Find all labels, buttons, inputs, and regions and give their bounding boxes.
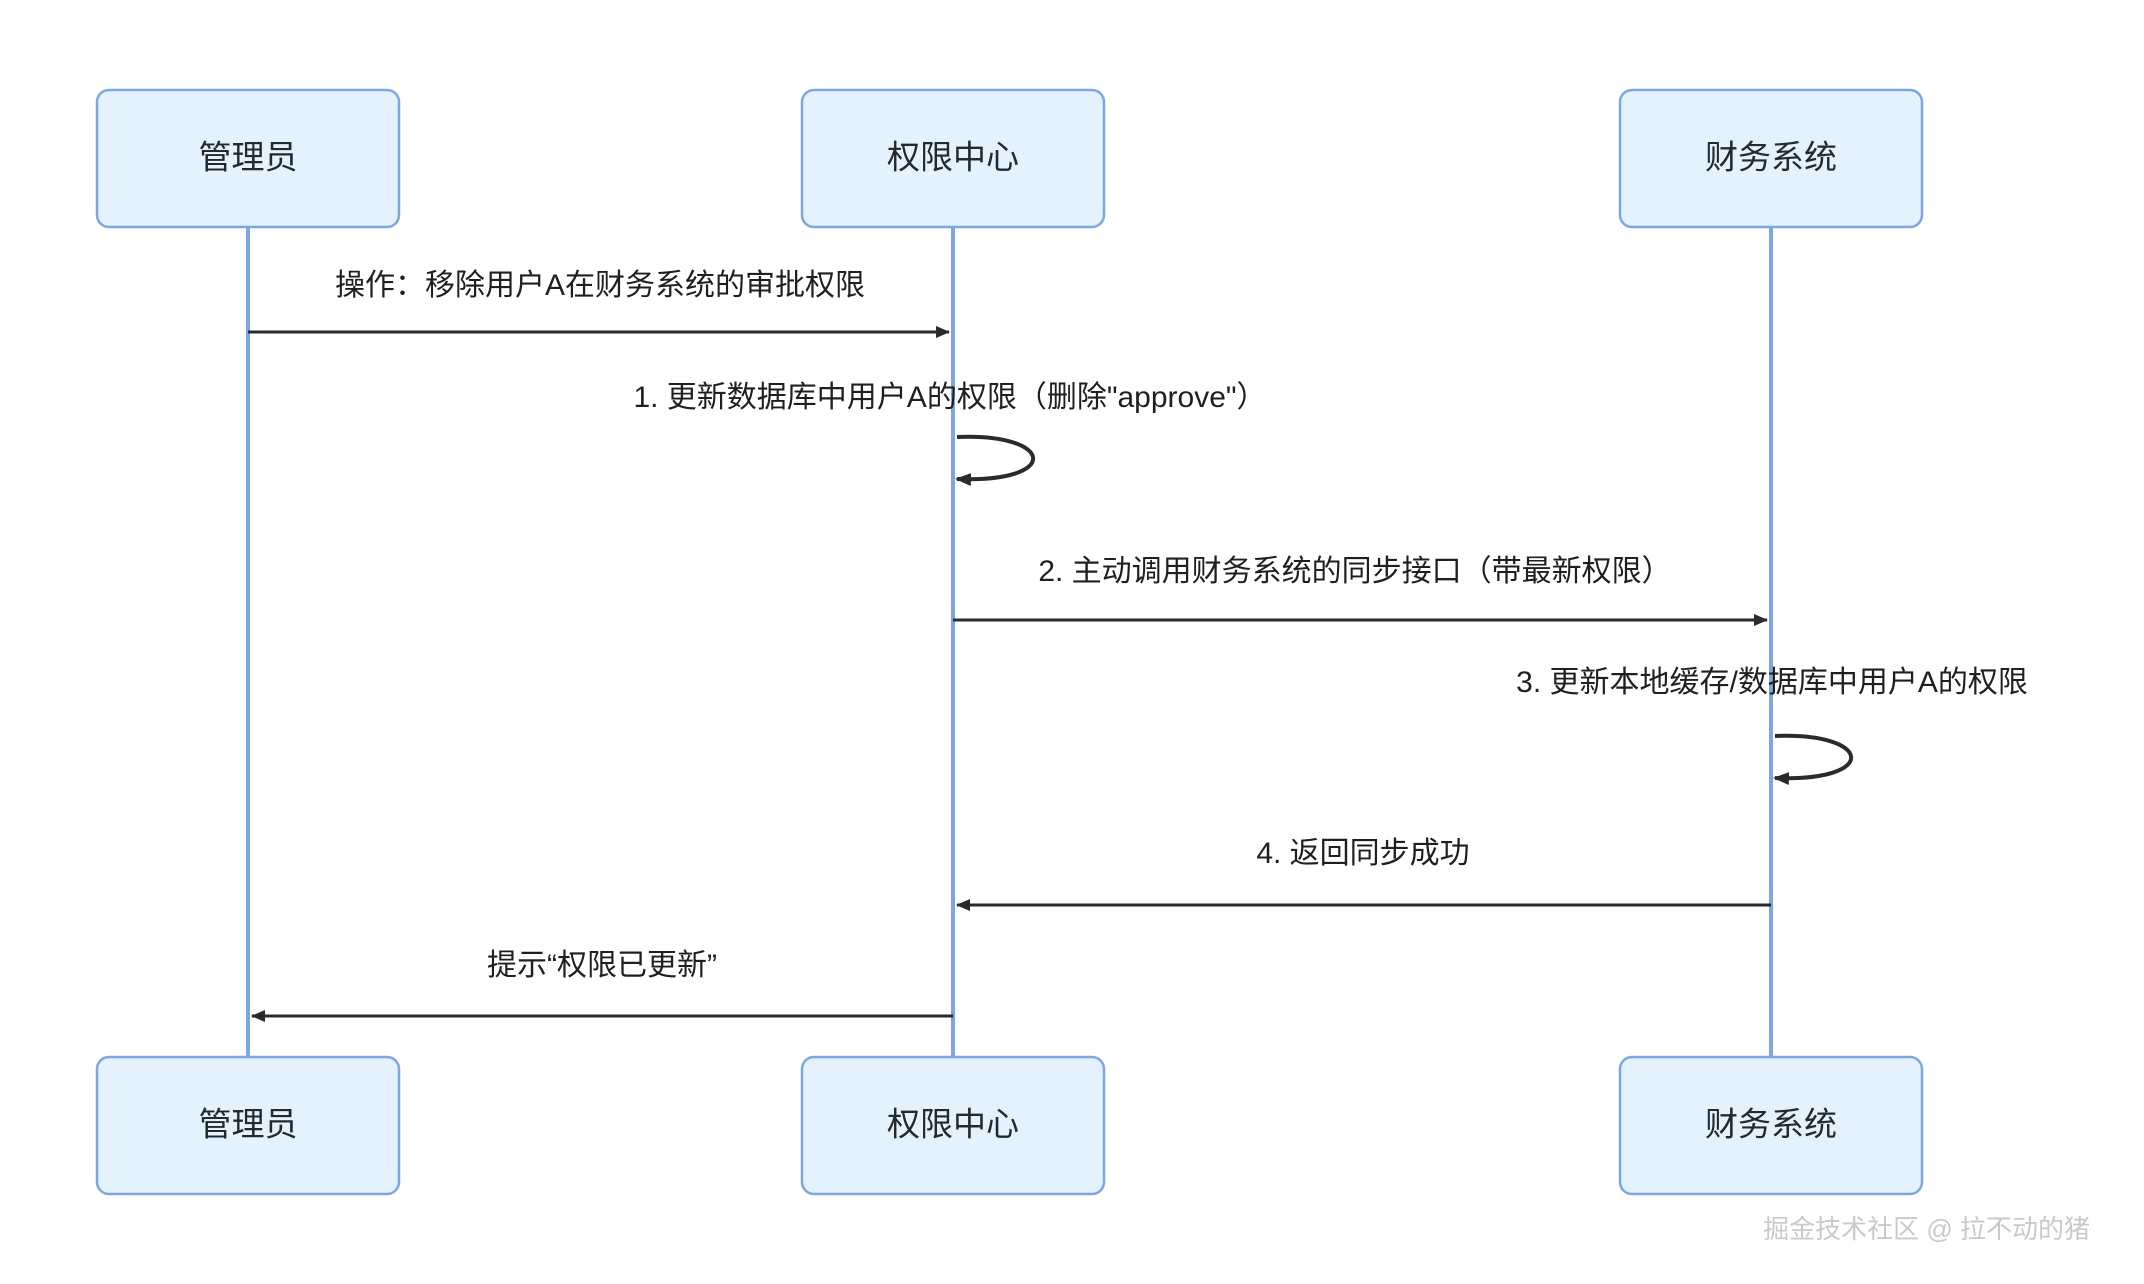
participant-label-admin-top: 管理员 (199, 139, 298, 176)
message-3-label: 3. 更新本地缓存/数据库中用户A的权限 (1516, 666, 2028, 699)
participant-box-admin-bottom[interactable]: 管理员 (95, 1055, 401, 1196)
message-2-label: 2. 主动调用财务系统的同步接口（带最新权限） (1038, 555, 1671, 588)
message-3-self-loop[interactable]: 3. 更新本地缓存/数据库中用户A的权限 (1516, 666, 2028, 786)
participant-label-finance-bottom: 财务系统 (1705, 1106, 1837, 1143)
participant-box-admin-top[interactable]: 管理员 (95, 88, 401, 229)
participant-rect[interactable] (800, 1055, 1106, 1196)
message-3-loop-path[interactable] (1773, 733, 1854, 786)
participant-label-finance-top: 财务系统 (1705, 139, 1837, 176)
participant-box-authctr-bottom[interactable]: 权限中心 (800, 1055, 1106, 1196)
bottom-participant-boxes: 管理员 权限中心 财务系统 (95, 1055, 1924, 1196)
lifelines (246, 227, 1773, 1057)
top-participant-boxes: 管理员 权限中心 财务系统 (95, 88, 1924, 229)
participant-rect[interactable] (1618, 1055, 1924, 1196)
message-5-label: 提示“权限已更新” (487, 949, 717, 982)
participant-rect[interactable] (1618, 88, 1924, 229)
message-1-loop-path[interactable] (955, 434, 1036, 487)
participant-rect[interactable] (95, 88, 401, 229)
participant-box-authctr-top[interactable]: 权限中心 (800, 88, 1106, 229)
participant-label-authctr-bottom: 权限中心 (887, 1106, 1019, 1143)
participant-label-admin-bottom: 管理员 (199, 1106, 298, 1143)
message-0-label: 操作：移除用户A在财务系统的审批权限 (335, 269, 865, 302)
message-1-label: 1. 更新数据库中用户A的权限（删除"approve"） (633, 381, 1266, 414)
participant-label-authctr-top: 权限中心 (887, 139, 1019, 176)
message-2-sync-call[interactable]: 2. 主动调用财务系统的同步接口（带最新权限） (953, 555, 1768, 626)
participant-rect[interactable] (800, 88, 1106, 229)
participant-rect[interactable] (95, 1055, 401, 1196)
watermark-label: 掘金技术社区 @ 拉不动的猪 (1763, 1214, 2090, 1244)
message-4-label: 4. 返回同步成功 (1256, 837, 1469, 870)
message-5-notify[interactable]: 提示“权限已更新” (251, 949, 953, 1022)
participant-box-finance-bottom[interactable]: 财务系统 (1618, 1055, 1924, 1196)
participant-box-finance-top[interactable]: 财务系统 (1618, 88, 1924, 229)
message-0-operation[interactable]: 操作：移除用户A在财务系统的审批权限 (248, 269, 950, 338)
message-1-self-loop[interactable]: 1. 更新数据库中用户A的权限（删除"approve"） (633, 381, 1267, 487)
message-4-sync-success[interactable]: 4. 返回同步成功 (956, 837, 1771, 911)
